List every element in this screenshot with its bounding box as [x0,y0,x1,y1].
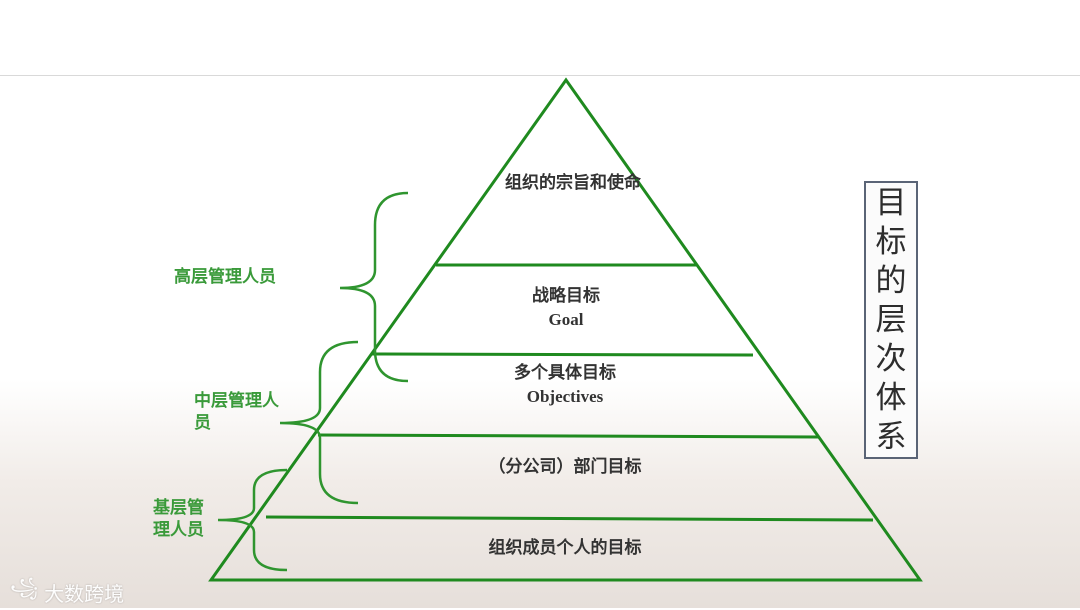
level-strategic-goal: 战略目标 Goal [486,285,646,331]
divider-3 [317,433,819,439]
level-mission: 组织的宗旨和使命 [505,172,655,195]
title-char: 的 [875,262,907,299]
divider-2 [370,352,754,357]
header-divider [0,75,1080,76]
title-char: 系 [875,418,907,455]
senior-managers-label: 高层管理人员 [174,267,276,287]
senior-brace [339,191,409,383]
title-char: 次 [875,340,907,377]
level-individual: 组织成员个人的目标 [460,537,670,560]
title-char: 目 [875,184,907,221]
level-mission-label: 组织的宗旨和使命 [505,173,641,193]
divider-4 [265,515,874,522]
middle-managers-label: 中层管理人员 [194,391,279,433]
level-strategic-goal-en: Goal [548,310,584,329]
watermark-text: 大数跨境 [44,581,125,606]
title-char: 体 [875,379,907,416]
title-box: 目 标 的 层 次 体 系 [864,181,918,459]
level-individual-label: 组织成员个人的目标 [488,538,642,558]
base-brace [217,468,288,572]
base-managers-label: 基层管理人员 [153,498,204,540]
level-objectives-en: Objectives [526,387,604,406]
title-char: 标 [875,223,907,260]
watermark-logo-icon: ꧁ [10,577,39,598]
level-department-label: （分公司）部门目标 [488,457,642,477]
watermark: ꧁ 大数跨境 [10,574,124,610]
pyramid-outline [208,77,923,582]
middle-brace [279,340,359,505]
title-char: 层 [875,301,907,338]
level-objectives-label: 多个具体目标 [514,363,616,383]
level-department: （分公司）部门目标 [460,456,670,479]
level-strategic-goal-label: 战略目标 [532,286,600,306]
level-objectives: 多个具体目标 Objectives [470,362,660,408]
